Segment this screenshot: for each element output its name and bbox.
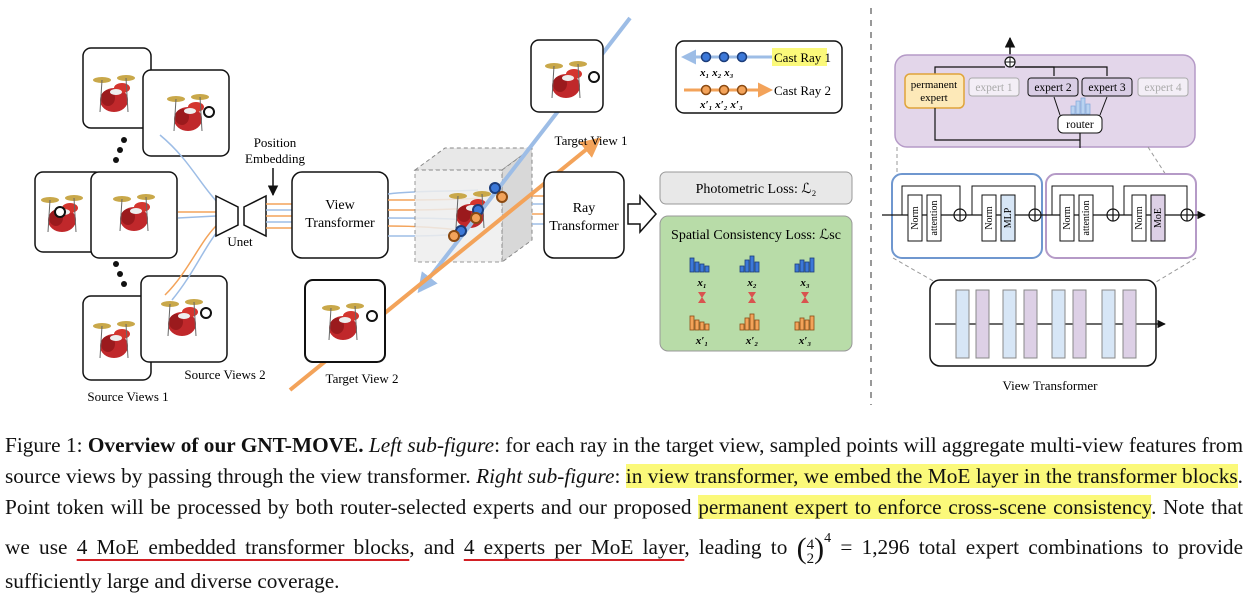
unet-label: Unet (227, 234, 253, 249)
svg-text:Spatial Consistency Loss: ℒsc: Spatial Consistency Loss: ℒsc (671, 228, 841, 243)
svg-text:x′₂: x′₂ (745, 335, 759, 347)
source-views-2-label: Source Views 2 (184, 367, 265, 382)
unet-block (215, 194, 267, 238)
underline-2: 4 experts per MoE layer (463, 535, 685, 559)
overview-figure: Source Views 1 Source Views 2 Unet Posit… (34, 8, 1206, 405)
loss-arrow (627, 194, 658, 234)
svg-text:x₃: x₃ (799, 277, 810, 289)
svg-text:Norm: Norm (910, 206, 921, 230)
caption-s5: , and (409, 535, 455, 559)
svg-text:Cast Ray 1: Cast Ray 1 (774, 50, 831, 65)
svg-text:Norm: Norm (984, 206, 995, 230)
spatial-consistency-panel: Spatial Consistency Loss: ℒsc x₁ x₂ x₃ x… (659, 215, 853, 352)
svg-text:Norm: Norm (1134, 206, 1145, 230)
highlight-1: in view transformer, we embed the MoE la… (625, 464, 1238, 488)
svg-text:Cast Ray 2: Cast Ray 2 (774, 83, 831, 98)
cube-to-rt-lines (532, 195, 544, 225)
caption-s4: . Note that we use (5, 495, 1244, 559)
ray-sample-points (448, 182, 508, 242)
highlight-2: permanent expert to enforce cross-scene … (698, 495, 1152, 519)
right-label: Right sub-figure (476, 464, 615, 488)
figure-caption: Figure 1: Overview of our GNT-MOVE. Left… (5, 430, 1243, 597)
left-label: Left sub-figure (368, 433, 495, 457)
caption-s2: : (614, 464, 621, 488)
svg-text:x′₁: x′₁ (695, 335, 708, 347)
target-view-2 (304, 279, 386, 363)
svg-text:attention: attention (929, 201, 940, 236)
svg-text:expert 4: expert 4 (1144, 82, 1182, 94)
svg-text:expert 3: expert 3 (1088, 82, 1126, 94)
caption-s1: : for each ray in the target view, sampl… (5, 433, 1244, 488)
target-view-1 (530, 39, 604, 113)
caption-s6: , leading to (684, 535, 788, 559)
caption-s7: = 1,296 total expert combinations to pro… (5, 535, 1244, 593)
svg-text:Norm: Norm (1062, 206, 1073, 230)
svg-text:expert 1: expert 1 (975, 82, 1013, 94)
ellipsis-dots (113, 137, 127, 287)
svg-text:x₁: x₁ (696, 277, 706, 289)
target-view-1-label: Target View 1 (555, 133, 628, 148)
fig-label: Figure 1: (5, 433, 83, 457)
svg-text:x′₁ x′₂ x′₃: x′₁ x′₂ x′₃ (699, 99, 743, 111)
scene-cube (413, 147, 534, 263)
view-transformer-box (291, 171, 389, 259)
svg-text:x′₃: x′₃ (798, 335, 812, 347)
svg-text:x₁ x₂ x₃: x₁ x₂ x₃ (699, 67, 734, 79)
underline-1: 4 MoE embedded transformer blocks (76, 535, 410, 559)
ray-legend: Cast Ray 1 x₁ x₂ x₃ Cast Ray 2 x′₁ x′₂ x… (675, 40, 843, 114)
caption-s3: . Point token will be processed by both … (5, 464, 1243, 519)
caption-title: Overview of our GNT-MOVE. (87, 433, 364, 457)
svg-text:MLP: MLP (1003, 207, 1014, 228)
svg-text:x₂: x₂ (746, 277, 757, 289)
target-view-2-label: Target View 2 (326, 371, 399, 386)
svg-text:attention: attention (1081, 201, 1092, 236)
source-views-1 (34, 47, 230, 381)
view-transformer-caption: View Transformer (1003, 378, 1099, 393)
svg-text:expert 2: expert 2 (1034, 82, 1072, 94)
source-views-1-label: Source Views 1 (87, 389, 168, 404)
unet-to-vt-lines (266, 203, 292, 229)
ray-transformer-box (543, 171, 625, 259)
photometric-loss-box (659, 171, 853, 205)
svg-text:router: router (1066, 119, 1094, 131)
svg-text:MoE: MoE (1153, 208, 1164, 228)
photometric-loss-label: Photometric Loss: ℒ₂ (696, 182, 817, 197)
